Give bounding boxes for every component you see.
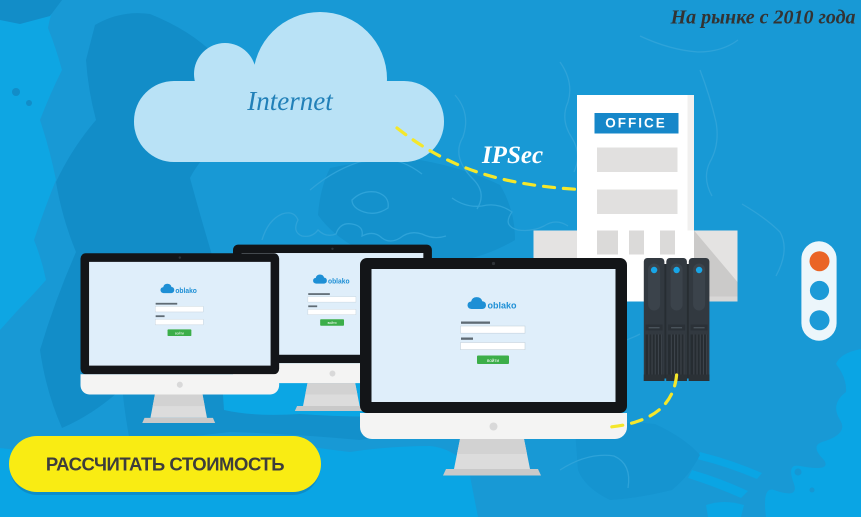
- svg-text:На рынке с 2010 года: На рынке с 2010 года: [670, 7, 856, 29]
- svg-text:OFFICE: OFFICE: [605, 116, 667, 131]
- svg-text:РАССЧИТАТЬ СТОИМОСТЬ: РАССЧИТАТЬ СТОИМОСТЬ: [46, 454, 284, 475]
- svg-text:IPSec: IPSec: [481, 142, 543, 169]
- svg-text:Internet: Internet: [246, 86, 334, 116]
